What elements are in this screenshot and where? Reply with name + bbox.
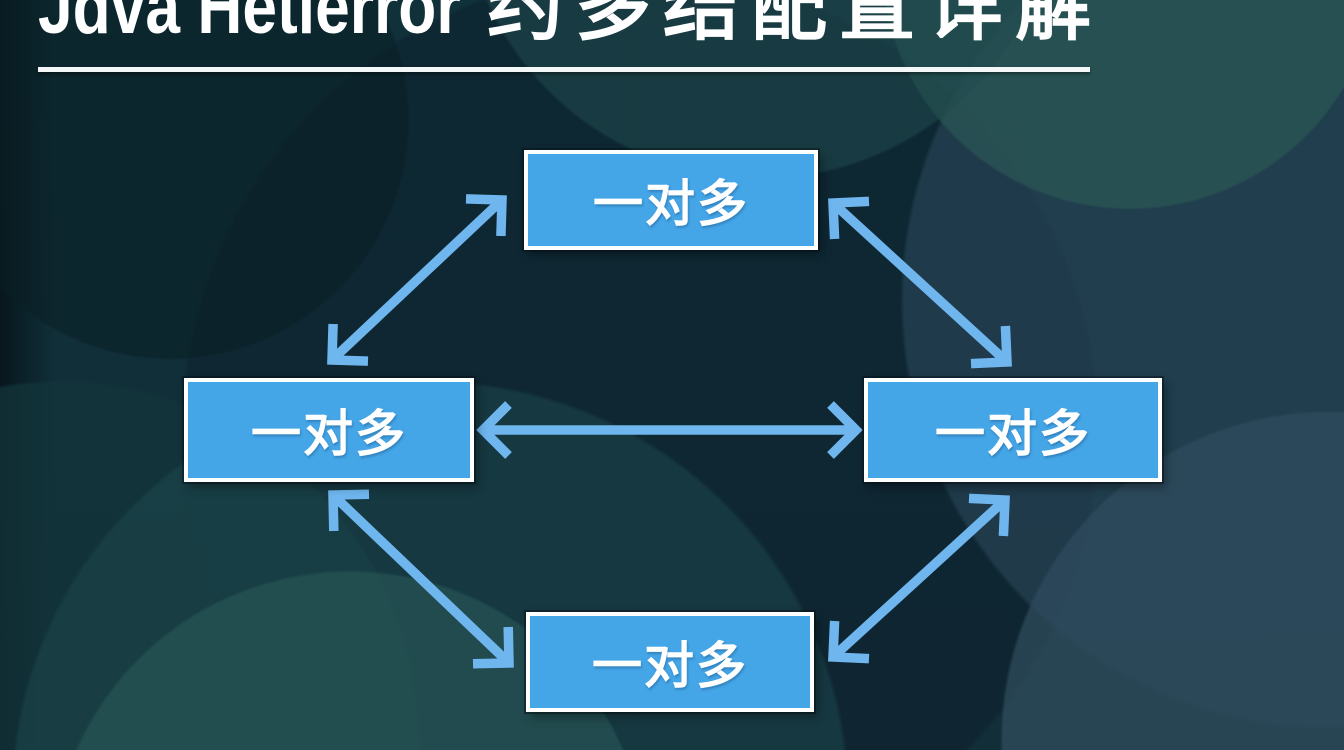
double-arrow-left-bottom <box>328 489 514 669</box>
node-label: 一对多 <box>592 638 748 694</box>
double-arrow-left-top <box>327 194 507 366</box>
slide-title: Jdva Hetierror 约多结配置详解 <box>0 0 1344 80</box>
node-one-to-many-bottom: 一对多 <box>526 612 814 712</box>
slide-title-latin: Jdva Hetierror <box>38 0 461 50</box>
node-one-to-many-left: 一对多 <box>184 378 474 482</box>
slide-title-cjk: 约多结配置详解 <box>487 0 1103 50</box>
double-arrow-right-bottom <box>828 493 1010 664</box>
node-label: 一对多 <box>251 406 407 462</box>
node-label: 一对多 <box>935 406 1091 462</box>
node-label: 一对多 <box>593 176 749 232</box>
double-arrow-top-right <box>828 196 1012 369</box>
double-arrow-left-right <box>476 401 863 459</box>
node-one-to-many-right: 一对多 <box>864 378 1162 482</box>
title-underline <box>38 67 1090 72</box>
node-one-to-many-top: 一对多 <box>524 150 818 250</box>
